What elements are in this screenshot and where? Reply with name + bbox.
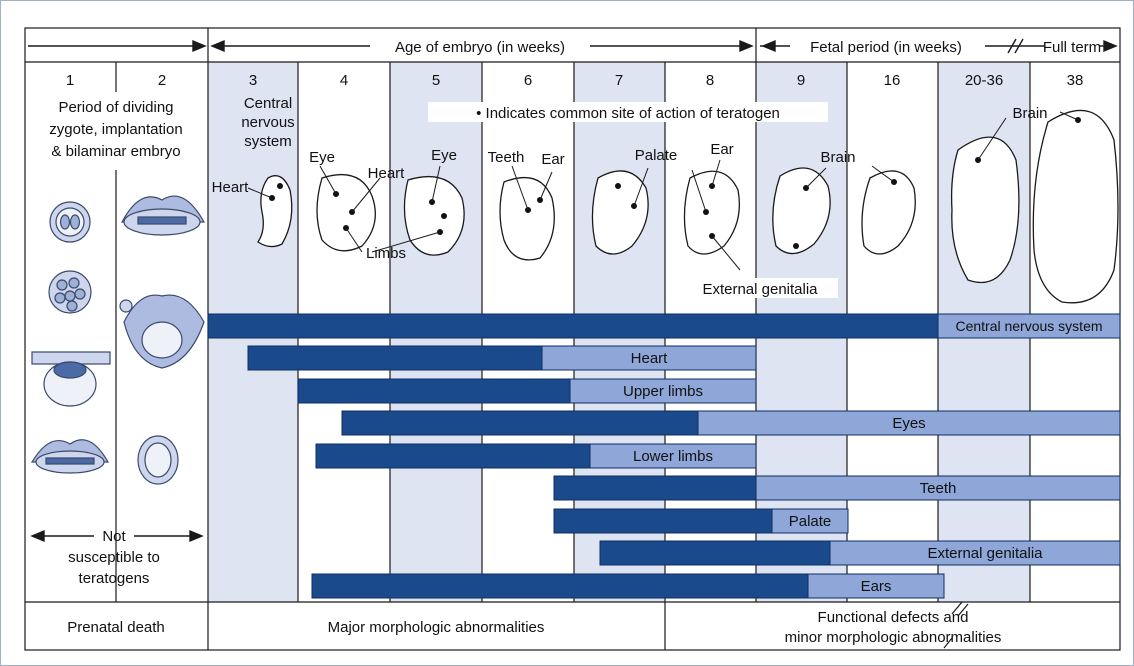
full-term-label: Full term [1043, 39, 1101, 56]
palate-label: Palate [635, 147, 678, 164]
major-abnormalities-label: Major morphologic abnormalities [328, 619, 545, 636]
header-arrows [28, 38, 1118, 54]
bar-label: Heart [631, 350, 669, 367]
week-label: 8 [706, 72, 714, 89]
bar-label: Central nervous system [955, 318, 1102, 334]
fetus-week16-icon [861, 170, 916, 255]
bar-label: Upper limbs [623, 383, 703, 400]
bar-external-genitalia: External genitalia [599, 540, 1121, 566]
fetal-period-label: Fetal period (in weeks) [810, 39, 962, 56]
brain-week9-label: Brain [820, 149, 855, 166]
implanting-blastocyst-icon [31, 351, 111, 407]
teeth-label: Teeth [488, 149, 525, 166]
footer-break-marks [943, 601, 969, 649]
bar-label: Lower limbs [633, 448, 713, 465]
heart-week3-label: Heart [212, 179, 250, 196]
bar-teeth: Teeth [553, 475, 1121, 501]
bar-label: Palate [789, 513, 832, 530]
embryo-week8-icon [683, 170, 741, 255]
early-stage-drawings [30, 195, 206, 485]
heart-week4-label: Heart [368, 165, 406, 182]
cns-label-line3: system [244, 133, 292, 150]
susceptible-line2: teratogens [79, 570, 150, 587]
embryo-week7-icon [591, 170, 649, 255]
early-line1: Period of dividing [58, 99, 173, 116]
bar-central-nervous-system: Central nervous system [207, 313, 1121, 339]
week-label: 1 [66, 72, 74, 89]
early-period-text: Period of dividing zygote, implantation … [49, 99, 182, 160]
week-label: 4 [340, 72, 348, 89]
prenatal-death-label: Prenatal death [67, 619, 165, 636]
bar-heart: Heart [247, 345, 757, 371]
external-genitalia-label: External genitalia [702, 281, 818, 298]
bar-palate: Palate [553, 508, 849, 534]
bar-label: Ears [861, 578, 892, 595]
fetus-week20-36-icon [950, 136, 1020, 284]
bar-ears: Ears [311, 573, 945, 599]
fetus-week9-icon [772, 167, 831, 255]
chorionic-sac-icon [119, 294, 205, 369]
brain-week38-label: Brain [1012, 105, 1047, 122]
legend-note-bg [428, 102, 828, 122]
not-susceptible-arrow [30, 529, 204, 543]
limbs-label: Limbs [366, 245, 406, 262]
legend-note: • Indicates common site of action of ter… [476, 105, 780, 122]
bar-lower-limbs: Lower limbs [315, 443, 757, 469]
cns-label-line1: Central [244, 95, 292, 112]
week-label: 9 [797, 72, 805, 89]
table-border [24, 27, 1121, 651]
functional-defects-line2: minor morphologic abnormalities [785, 629, 1002, 646]
bar-label: Teeth [920, 480, 957, 497]
ear-week6-label: Ear [541, 151, 564, 168]
week-label: 7 [615, 72, 623, 89]
age-of-embryo-label: Age of embryo (in weeks) [395, 39, 565, 56]
embryo-week6-icon [499, 176, 555, 261]
susceptibility-bars: Central nervous system Heart Upper limbs… [207, 313, 1121, 599]
not-label: Not [102, 528, 126, 545]
bar-label: Eyes [892, 415, 925, 432]
embryo-week5-icon [403, 176, 465, 256]
cns-label-line2: nervous [241, 114, 294, 131]
week-label: 5 [432, 72, 440, 89]
susceptible-line1: susceptible to [68, 549, 160, 566]
embryo-week3-icon [257, 175, 293, 248]
leader-lines [247, 111, 1079, 271]
footer: Prenatal death Major morphologic abnorma… [67, 609, 1001, 646]
bilaminar-embryo-icon-top [121, 195, 206, 236]
eye-week4-label: Eye [309, 149, 335, 166]
embryo-labels: Central nervous system Heart Eye Heart E… [212, 95, 1048, 298]
early-line2: zygote, implantation [49, 121, 182, 138]
two-cell-zygote-icon [49, 201, 91, 243]
week-label: 6 [524, 72, 532, 89]
week-label: 2 [158, 72, 166, 89]
early-text-bg [30, 92, 205, 170]
week-label: 16 [884, 72, 901, 89]
bar-eyes: Eyes [341, 410, 1121, 436]
week-label: 3 [249, 72, 257, 89]
eye-week5-label: Eye [431, 147, 457, 164]
week-labels: 1 2 3 4 5 6 7 8 9 16 20-36 38 [66, 72, 1084, 89]
morula-icon [48, 270, 92, 314]
bar-label: External genitalia [927, 545, 1043, 562]
early-line3: & bilaminar embryo [51, 143, 180, 160]
fetus-week38-icon [1032, 109, 1119, 304]
ext-genitalia-label-bg [682, 278, 838, 298]
bilaminar-disc-icon-left [30, 439, 110, 474]
week-label: 20-36 [965, 72, 1003, 89]
bar-upper-limbs: Upper limbs [297, 378, 757, 404]
chorionic-vesicle-icon [137, 435, 179, 485]
embryo-week4-icon [316, 174, 376, 252]
embryo-figures [257, 109, 1119, 304]
ear-week8-label: Ear [710, 141, 733, 158]
week-label: 38 [1067, 72, 1084, 89]
functional-defects-line1: Functional defects and [818, 609, 969, 626]
